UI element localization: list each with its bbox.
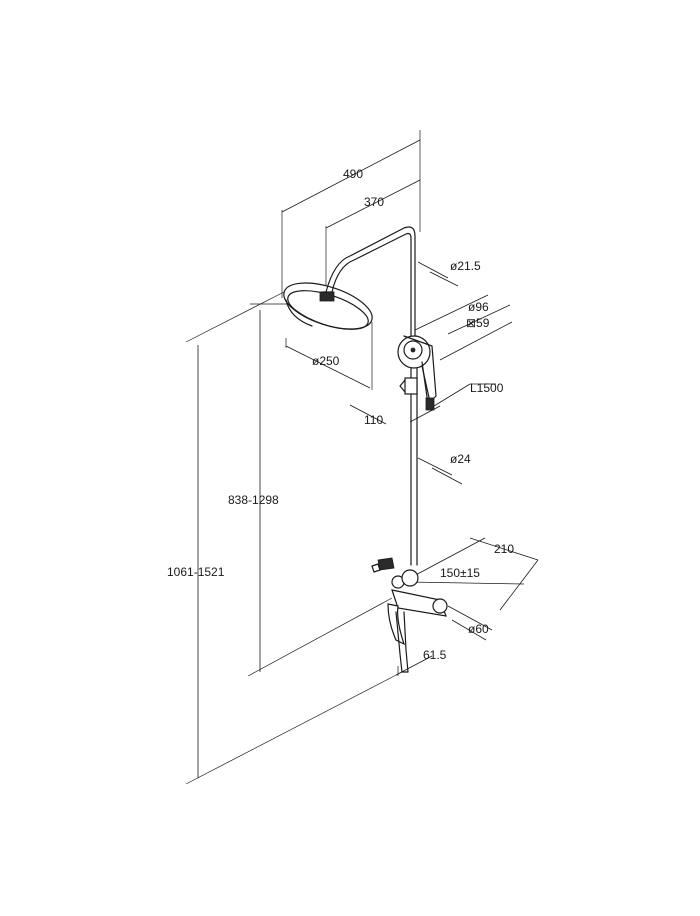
dim-width-overall: 490 <box>343 167 363 181</box>
dim-arm-length: 370 <box>364 195 384 209</box>
dim-mixer-depth: 210 <box>494 542 514 556</box>
dimension-labels: 490 370 ø21.5 ø96 ⊠59 ø250 L1500 110 ø24… <box>167 167 514 662</box>
dim-rail-diameter: ø24 <box>450 452 471 466</box>
dim-pipe-diameter: ø21.5 <box>450 259 481 273</box>
dim-head-diameter: ø250 <box>312 354 340 368</box>
dimension-lines <box>185 130 539 785</box>
dim-mixer-diameter: ø60 <box>468 622 489 636</box>
bath-mixer <box>387 569 448 673</box>
dim-height-total: 1061-1521 <box>167 565 225 579</box>
dim-height-adjust: 838-1298 <box>228 493 279 507</box>
hand-shower <box>397 335 437 411</box>
sliding-rail <box>399 335 418 566</box>
rain-shower-head <box>283 282 373 330</box>
dim-hose-length: L1500 <box>470 381 504 395</box>
overhead-arm <box>325 226 416 337</box>
dim-slider-offset: 110 <box>364 413 383 427</box>
dim-handshower-square: ⊠59 <box>466 316 490 330</box>
dim-handshower-diameter: ø96 <box>468 300 489 314</box>
dim-spout-offset: 61.5 <box>423 648 447 662</box>
hose-connector <box>371 557 395 573</box>
dim-mixer-centers: 150±15 <box>440 566 480 580</box>
